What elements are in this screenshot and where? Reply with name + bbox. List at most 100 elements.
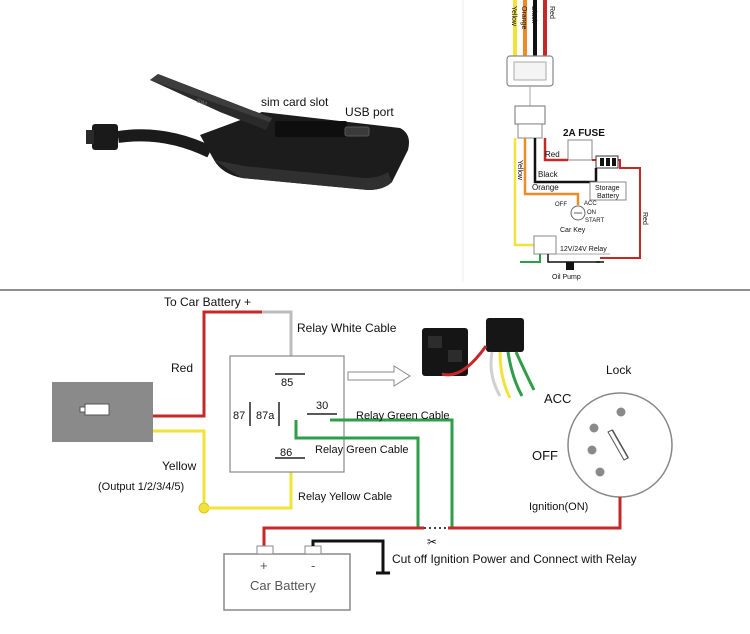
wire-yellow-relay xyxy=(204,458,293,510)
wire-white-relay xyxy=(262,310,293,368)
ignition-on-label: Ignition(ON) xyxy=(529,501,588,513)
wire-black-ground-main xyxy=(311,539,385,573)
usb-port xyxy=(344,126,370,137)
socket-wire-red xyxy=(441,345,488,377)
yellow-wire-label: Yellow xyxy=(162,459,197,473)
sim-lid-text: SIM xyxy=(195,98,207,108)
main-wiring-diagram: To Car Battery + Red Relay White Cable Y… xyxy=(52,295,673,611)
acc-label: ACC xyxy=(544,391,571,406)
fuse-box xyxy=(567,139,593,161)
battery-minus-label: - xyxy=(311,558,315,573)
device-photo: SIM sim card slot USB port xyxy=(86,74,409,190)
off-label: OFF xyxy=(532,448,558,463)
relay-cube-face xyxy=(428,336,442,348)
storage-battery-line1: Storage xyxy=(595,185,620,192)
battery-plus-label: + xyxy=(260,558,268,573)
to-car-battery-label: To Car Battery + xyxy=(164,295,251,309)
socket-wire-green-1 xyxy=(506,351,524,397)
pin-87-label: 87 xyxy=(233,410,245,422)
tracker-port-icon xyxy=(84,403,110,416)
relay-photo xyxy=(422,318,536,399)
output-label: (Output 1/2/3/4/5) xyxy=(98,481,184,493)
fuse-label: 2A FUSE xyxy=(563,128,605,139)
pin-87a-label: 87a xyxy=(256,410,275,422)
arrow-to-relay-photo xyxy=(347,365,411,387)
pin-30-label: 30 xyxy=(316,400,328,412)
wire-yellow-small xyxy=(513,138,534,247)
wire-red-right xyxy=(592,159,641,259)
connector-plug xyxy=(92,124,118,150)
socket-wire-green-2 xyxy=(514,351,536,391)
relay-small-label: 12V/24V Relay xyxy=(560,246,607,253)
switch-dot-start xyxy=(595,467,605,477)
device-body-edge xyxy=(214,160,392,190)
wire-black-ground xyxy=(547,254,600,263)
relay-green-label-2: Relay Green Cable xyxy=(315,444,409,456)
mating-connector xyxy=(514,105,546,125)
red-label-right: Red xyxy=(641,212,648,225)
socket-wire-white xyxy=(489,351,502,397)
relay-green-label-1: Relay Green Cable xyxy=(356,410,450,422)
wire-label-black: Black xyxy=(530,6,537,24)
cut-scissors-icon: ✂ xyxy=(427,535,437,549)
wire-yellow-tracker xyxy=(153,429,206,508)
connector-tip xyxy=(86,130,94,144)
usb-port-label: USB port xyxy=(345,105,394,119)
sim-slot-label: sim card slot xyxy=(261,95,329,109)
battery-terminal-plus xyxy=(256,545,274,555)
wire-label-yellow: Yellow xyxy=(510,6,517,27)
small-wiring-diagram: Yellow Orange Black Red 2A FUSE Red Red … xyxy=(506,0,648,281)
relay-yellow-label: Relay Yellow Cable xyxy=(298,491,392,503)
oil-pump-label: Oil Pump xyxy=(552,274,581,281)
car-battery-label: Car Battery xyxy=(250,578,316,593)
lock-label: Lock xyxy=(606,363,632,377)
wire-black-small xyxy=(533,138,598,184)
key-start-label: START xyxy=(585,218,604,224)
wire-red-tracker xyxy=(153,310,262,418)
orange-label-small: Orange xyxy=(532,183,559,192)
car-key-label: Car Key xyxy=(560,227,586,234)
storage-battery-box xyxy=(589,181,627,201)
yellow-label-small: Yellow xyxy=(516,160,523,181)
wire-orange-small xyxy=(523,138,580,205)
sim-lid-highlight xyxy=(150,74,272,122)
relay-small xyxy=(533,235,557,255)
red-wire-label: Red xyxy=(171,361,193,375)
oil-pump-icon xyxy=(566,262,574,270)
switch-dot-top xyxy=(616,407,626,417)
key-off-label: OFF xyxy=(555,202,567,208)
relay-socket xyxy=(486,318,524,352)
pin-85-label: 85 xyxy=(281,377,293,389)
connector-inner xyxy=(513,61,547,81)
key-on-label: ON xyxy=(587,210,596,216)
cell-1 xyxy=(600,158,604,166)
cell-3 xyxy=(612,158,616,166)
wire-green-small xyxy=(520,254,541,263)
tracker-port-tab xyxy=(79,406,86,413)
relay-cube-face-2 xyxy=(448,350,462,362)
sim-slot xyxy=(275,121,347,137)
cutoff-label: Cut off Ignition Power and Connect with … xyxy=(392,552,637,566)
socket-wire-yellow xyxy=(498,351,512,399)
storage-battery-line2: Battery xyxy=(597,193,620,200)
wire-red-fuse xyxy=(543,138,568,162)
key-acc-label: ACC xyxy=(584,201,597,207)
mating-connector-lower xyxy=(517,123,543,139)
switch-dot-acc xyxy=(589,423,599,433)
switch-key xyxy=(607,429,629,461)
pin-86-label: 86 xyxy=(280,447,292,459)
wire-label-red: Red xyxy=(548,6,555,19)
wire-green-87a xyxy=(294,420,420,528)
battery-terminal-minus xyxy=(304,545,322,555)
relay-white-label: Relay White Cable xyxy=(297,321,397,335)
red-label-small: Red xyxy=(545,150,560,159)
wire-green-30 xyxy=(330,418,454,528)
wire-label-orange: Orange xyxy=(520,6,527,29)
device-cable xyxy=(117,129,213,158)
switch-dot-off xyxy=(587,445,597,455)
black-label-small: Black xyxy=(538,170,559,179)
car-battery-box xyxy=(223,553,351,611)
cell-2 xyxy=(606,158,610,166)
